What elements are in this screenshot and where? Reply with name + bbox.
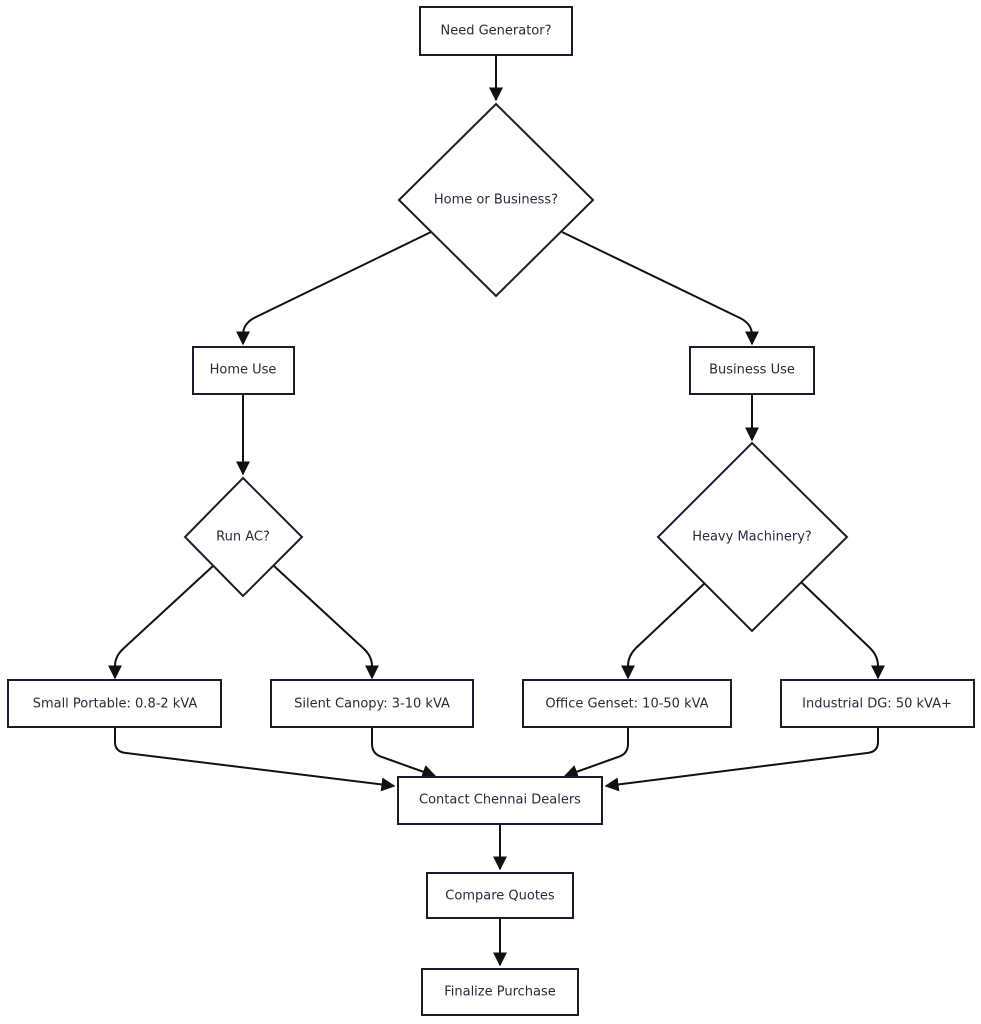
node-contact-dealers-label: Contact Chennai Dealers bbox=[419, 793, 581, 808]
node-need-generator-label: Need Generator? bbox=[440, 24, 551, 39]
node-business-use: Business Use bbox=[689, 346, 815, 395]
node-silent-canopy-label: Silent Canopy: 3-10 kVA bbox=[294, 697, 450, 712]
edge-decision-to-business bbox=[561, 231, 759, 346]
edges bbox=[108, 56, 885, 967]
edge-industrial-to-contact bbox=[604, 727, 879, 792]
node-finalize-purchase-label: Finalize Purchase bbox=[444, 985, 556, 1000]
node-silent-canopy: Silent Canopy: 3-10 kVA bbox=[270, 679, 474, 728]
node-small-portable-label: Small Portable: 0.8-2 kVA bbox=[33, 697, 198, 712]
node-small-portable: Small Portable: 0.8-2 kVA bbox=[7, 679, 222, 728]
node-industrial-dg: Industrial DG: 50 kVA+ bbox=[780, 679, 975, 728]
decision-home-or-business-label: Home or Business? bbox=[434, 193, 558, 208]
edge-silent-to-contact bbox=[371, 727, 437, 779]
node-compare-quotes: Compare Quotes bbox=[426, 872, 574, 919]
edge-small-to-contact bbox=[114, 727, 396, 792]
edge-decision-to-home bbox=[236, 231, 432, 346]
decision-heavy-machinery: Heavy Machinery? bbox=[656, 441, 849, 633]
decision-run-ac-label: Run AC? bbox=[216, 530, 270, 545]
node-need-generator: Need Generator? bbox=[419, 6, 573, 56]
decision-heavy-machinery-label: Heavy Machinery? bbox=[692, 530, 812, 545]
edge-office-to-contact bbox=[563, 727, 629, 779]
node-home-use-label: Home Use bbox=[210, 363, 277, 378]
edge-runac-to-small bbox=[108, 565, 214, 680]
node-home-use: Home Use bbox=[192, 346, 295, 395]
node-business-use-label: Business Use bbox=[709, 363, 795, 378]
node-compare-quotes-label: Compare Quotes bbox=[445, 889, 555, 904]
node-contact-dealers: Contact Chennai Dealers bbox=[397, 776, 603, 825]
decision-run-ac: Run AC? bbox=[183, 476, 304, 598]
node-finalize-purchase: Finalize Purchase bbox=[421, 968, 579, 1016]
node-industrial-dg-label: Industrial DG: 50 kVA+ bbox=[802, 697, 952, 712]
edge-runac-to-silent bbox=[273, 565, 379, 680]
node-office-genset-label: Office Genset: 10-50 kVA bbox=[545, 697, 708, 712]
node-office-genset: Office Genset: 10-50 kVA bbox=[522, 679, 732, 728]
decision-home-or-business: Home or Business? bbox=[397, 102, 595, 298]
edge-heavy-to-industrial bbox=[800, 581, 885, 680]
edge-heavy-to-office bbox=[621, 581, 707, 680]
